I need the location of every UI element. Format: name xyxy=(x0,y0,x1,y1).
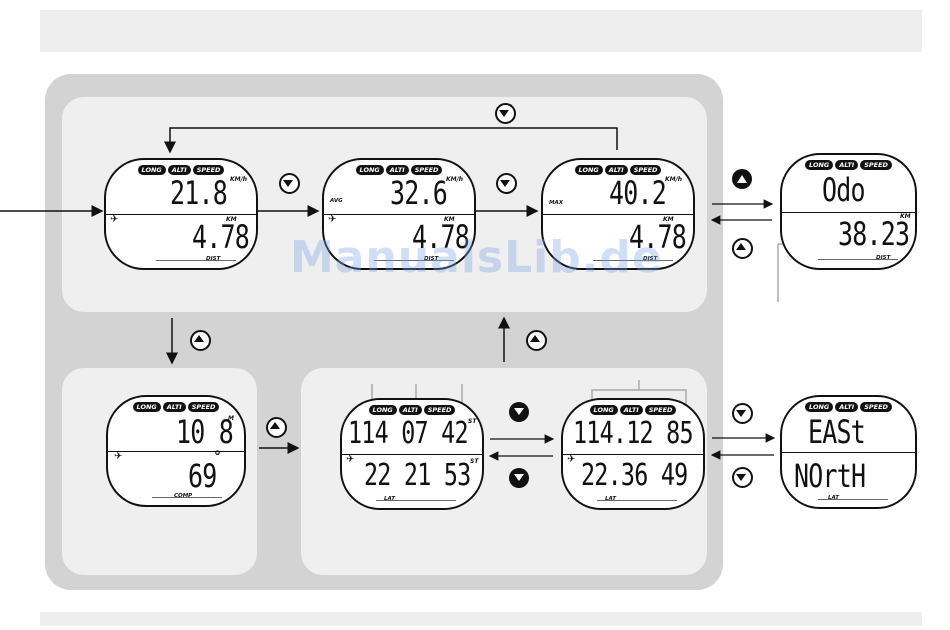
tab-speed: SPEED xyxy=(187,402,220,412)
tab-alti: ALTI xyxy=(385,165,409,175)
lat-label: LAT xyxy=(828,495,839,501)
top-band xyxy=(40,10,922,52)
avg-label: AVG xyxy=(330,198,343,204)
tab-alti: ALTI xyxy=(835,160,859,170)
down-button-1[interactable] xyxy=(279,173,300,194)
tab-long: LONG xyxy=(137,165,166,175)
down-button-2[interactable] xyxy=(496,173,517,194)
tab-long: LONG xyxy=(355,165,384,175)
loop-back-arrow xyxy=(164,127,618,154)
dist-label: DIST xyxy=(206,256,221,262)
satellite-icon: ✈ xyxy=(346,454,355,465)
tab-speed: SPEED xyxy=(860,160,892,170)
tab-alti: ALTI xyxy=(162,402,186,412)
odo-text: Odo xyxy=(822,171,866,209)
altitude-value: 10 8 xyxy=(176,413,234,451)
tab-long: LONG xyxy=(805,160,834,170)
satellite-icon: ✈ xyxy=(110,214,119,225)
satellite-icon: ✈ xyxy=(328,214,337,225)
degree-symbol: ° xyxy=(214,449,221,465)
tab-alti: ALTI xyxy=(167,165,191,175)
tab-long: LONG xyxy=(805,402,834,412)
tab-alti: ALTI xyxy=(604,165,628,175)
max-label: MAX xyxy=(549,200,563,206)
distance-value: 4.78 xyxy=(192,218,250,256)
tab-speed: SPEED xyxy=(423,405,456,415)
distance-unit: KM xyxy=(226,216,237,223)
distance-unit: KM xyxy=(663,216,674,223)
watermark: ManualsLib.de xyxy=(290,232,663,283)
lat-label: LAT xyxy=(384,496,395,502)
tab-speed: SPEED xyxy=(192,165,225,175)
distance-value: 4.78 xyxy=(629,218,687,256)
down-button-dir-2[interactable] xyxy=(732,467,753,488)
speed-value: 21.8 xyxy=(170,174,228,212)
latitude-decimal: 22.36 49 xyxy=(581,458,688,493)
dist-label: DIST xyxy=(424,256,439,262)
tab-long: LONG xyxy=(368,405,397,415)
up-button-coords[interactable] xyxy=(266,417,287,438)
speed-unit: KM/h xyxy=(230,176,248,183)
tab-alti: ALTI xyxy=(619,405,643,415)
satellite-icon: ✈ xyxy=(114,451,123,462)
longitude-decimal: 114.12 85 xyxy=(573,416,694,451)
tab-speed: SPEED xyxy=(644,405,677,415)
down-button-filled-2[interactable] xyxy=(509,468,529,488)
tab-speed: SPEED xyxy=(629,165,662,175)
tab-speed: SPEED xyxy=(410,165,443,175)
bottom-band xyxy=(40,612,922,626)
odo-value: 38.23 xyxy=(838,215,910,253)
latitude-unit: ST xyxy=(470,458,479,465)
up-button-odo-back[interactable] xyxy=(732,238,753,259)
satellite-icon: ✈ xyxy=(567,454,576,465)
tab-alti: ALTI xyxy=(835,402,859,412)
down-button-loop[interactable] xyxy=(495,103,516,124)
tab-long: LONG xyxy=(574,165,603,175)
down-button-dir-1[interactable] xyxy=(732,403,753,424)
avg-speed-value: 32.6 xyxy=(390,174,448,212)
tab-speed: SPEED xyxy=(860,402,892,412)
max-speed-value: 40.2 xyxy=(609,174,667,212)
east-text: EASt xyxy=(808,413,866,451)
comp-label: COMP xyxy=(174,493,193,499)
dist-label: DIST xyxy=(643,256,658,262)
avg-speed-unit: KM/h xyxy=(446,176,464,183)
distance-value: 4.78 xyxy=(412,218,470,256)
max-speed-unit: KM/h xyxy=(665,176,683,183)
tab-long: LONG xyxy=(589,405,618,415)
up-button-comp[interactable] xyxy=(190,330,211,351)
longitude-unit: ST xyxy=(468,418,477,425)
lat-label: LAT xyxy=(605,496,616,502)
up-button-filled-odo[interactable] xyxy=(732,169,752,189)
heading-value: 69 xyxy=(188,457,217,495)
tab-long: LONG xyxy=(132,402,161,412)
tab-alti: ALTI xyxy=(398,405,422,415)
up-button-return[interactable] xyxy=(526,330,547,351)
down-button-filled-1[interactable] xyxy=(509,402,529,422)
odo-unit: KM xyxy=(900,213,911,220)
longitude-dms: 114 07 42 xyxy=(348,416,469,451)
dist-label: DIST xyxy=(876,255,891,261)
latitude-dms: 22 21 53 xyxy=(364,458,471,493)
altitude-unit: M xyxy=(228,415,234,422)
north-text: NOrtH xyxy=(794,457,866,495)
distance-unit: KM xyxy=(444,216,455,223)
